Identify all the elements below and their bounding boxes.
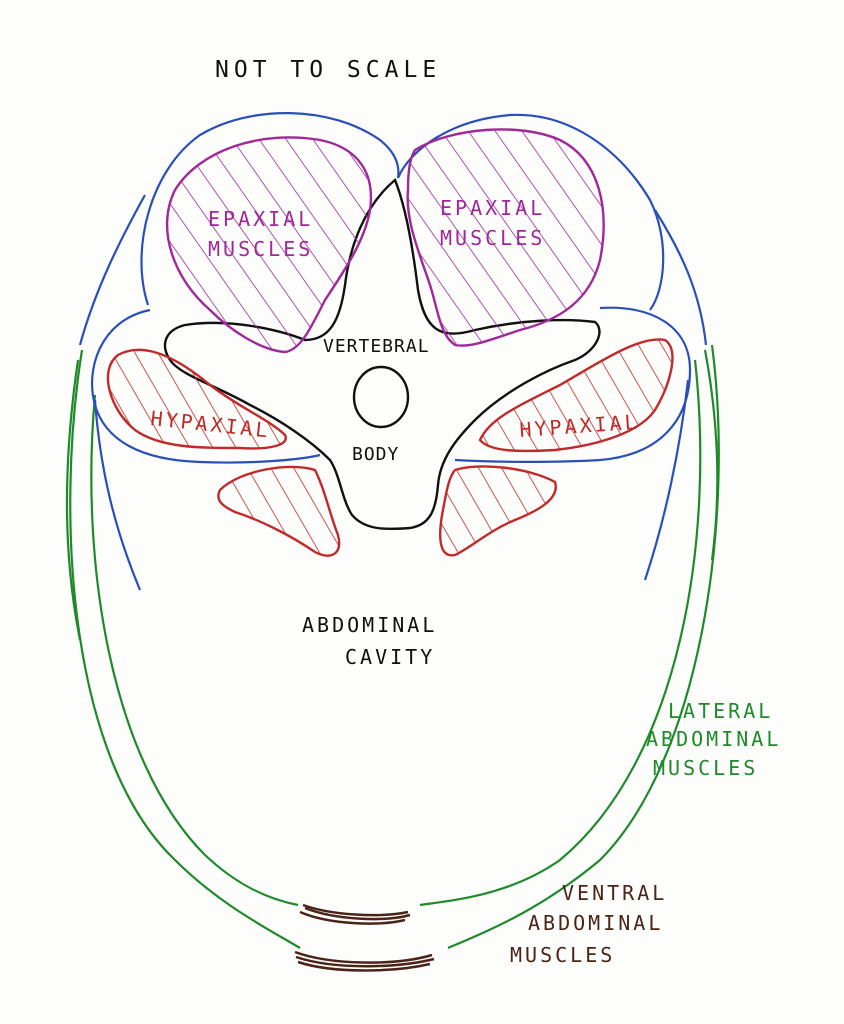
hypaxial-muscles xyxy=(106,338,674,557)
fascia-outlines xyxy=(78,112,708,591)
epaxial-muscle-left xyxy=(165,136,373,354)
fascia-epaxial-left xyxy=(140,112,400,306)
label-epaxial-right-line2: MUSCLES xyxy=(440,226,545,250)
fascia-epaxial-right xyxy=(396,113,665,311)
label-epaxial-left-line2: MUSCLES xyxy=(208,237,313,261)
title-not-to-scale: NOT TO SCALE xyxy=(215,57,441,83)
label-lateral-abdominal-line1: LATERAL xyxy=(668,699,773,723)
lateral-wall-left-line3 xyxy=(65,359,82,641)
lateral-wall-right-line3 xyxy=(703,349,719,561)
hypaxial-muscle-lower-right xyxy=(439,465,557,557)
ventral-abdominal-muscles xyxy=(294,903,435,972)
epaxial-muscle-right xyxy=(406,128,605,347)
hypaxial-muscle-right xyxy=(478,338,674,453)
lateral-wall-left-inner xyxy=(90,394,299,907)
lateral-wall-right-inner xyxy=(419,359,702,907)
label-lateral-abdominal-line2: ABDOMINAL xyxy=(646,727,781,751)
label-body: BODY xyxy=(352,444,399,465)
fascia-outer-right xyxy=(654,209,708,346)
label-ventral-abdominal-line1: VENTRAL xyxy=(562,881,667,905)
hypaxial-muscle-left xyxy=(106,348,287,450)
label-lateral-abdominal-line3: MUSCLES xyxy=(653,756,758,780)
vertebral-canal xyxy=(352,365,410,429)
fascia-wall-left xyxy=(93,399,142,591)
fascia-outer-left xyxy=(78,194,146,346)
epaxial-muscles xyxy=(165,128,605,354)
lateral-abdominal-muscle-walls xyxy=(65,344,720,950)
fascia-hypaxial-right xyxy=(454,306,692,463)
label-abdominal-cavity-line1: ABDOMINAL xyxy=(302,613,437,637)
label-ventral-abdominal-line2: ABDOMINAL xyxy=(528,911,663,935)
hypaxial-muscle-lower-left xyxy=(217,465,341,557)
label-abdominal-cavity-line2: CAVITY xyxy=(345,645,435,669)
label-ventral-abdominal-line3: MUSCLES xyxy=(510,943,615,967)
label-vertebral: VERTEBRAL xyxy=(323,336,430,357)
label-epaxial-right-line1: EPAXIAL xyxy=(440,196,545,220)
lateral-wall-left-outer xyxy=(69,349,301,949)
fascia-hypaxial-left xyxy=(91,308,321,464)
fascia-wall-right xyxy=(643,379,690,581)
label-epaxial-left-line1: EPAXIAL xyxy=(208,207,313,231)
